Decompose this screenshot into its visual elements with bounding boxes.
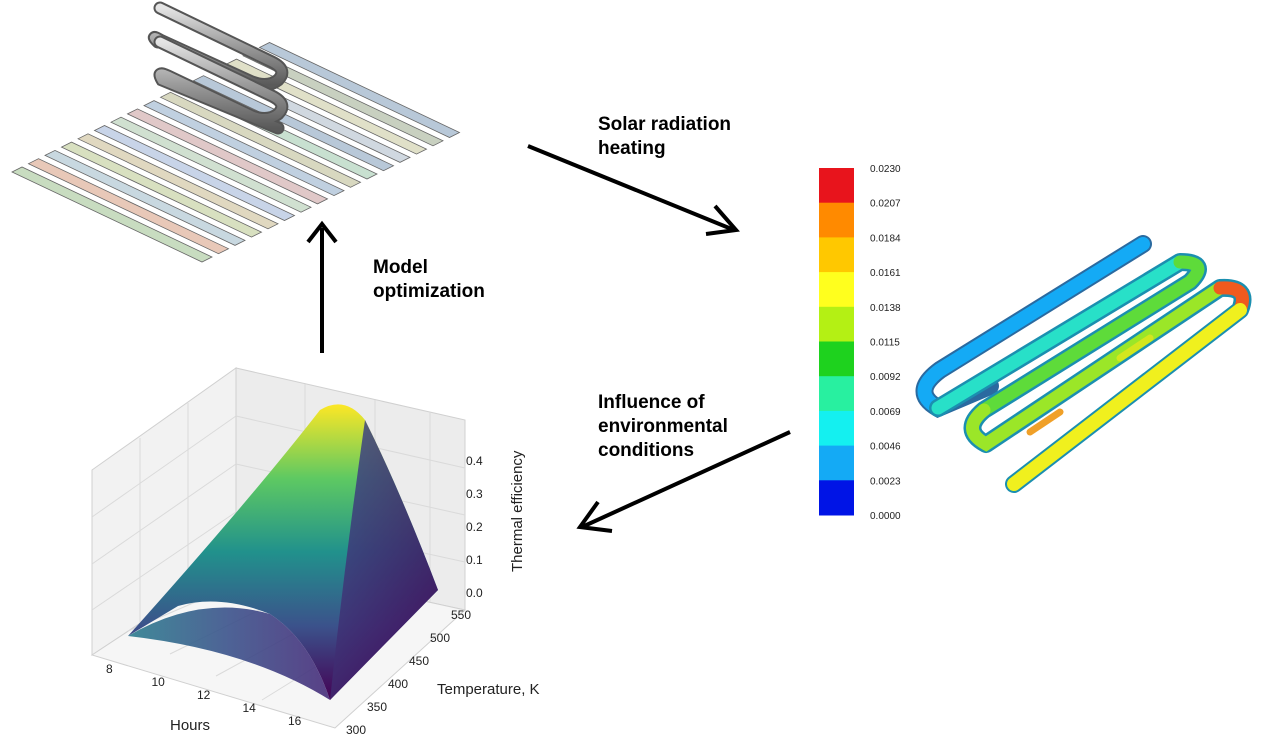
color-bar-cell [819, 237, 854, 273]
absorber-strip [44, 149, 246, 246]
arrow-heating-to-plot [576, 430, 791, 533]
serpentine-pipe [148, 1, 289, 135]
absorber-strip [258, 42, 461, 138]
color-bar-cell [819, 202, 854, 238]
color-bar-tick: 0.0069 [870, 407, 901, 418]
y-tick-label: 550 [451, 608, 471, 622]
z-tick-label: 0.3 [466, 487, 483, 501]
label-line: Solar radiation [598, 114, 732, 135]
collector-model [11, 1, 461, 263]
x-axis-label: Hours [170, 717, 210, 734]
y-tick-label: 350 [367, 700, 387, 714]
heated-pipe-contour [915, 235, 1252, 493]
absorber-strip [11, 166, 213, 263]
arrow-collector-to-heating [527, 144, 740, 236]
y-tick-label: 400 [388, 677, 408, 691]
color-bar-tick: 0.0138 [870, 303, 901, 314]
surface-front [128, 607, 330, 700]
label-line: Model [373, 257, 428, 278]
color-bar-tick: 0.0184 [870, 233, 901, 244]
color-bar-cell [819, 168, 854, 204]
color-bar-tick: 0.0115 [870, 338, 900, 349]
absorber-strip [110, 116, 312, 213]
arrow-model-to-collector [306, 220, 338, 353]
color-bar-tick: 0.0000 [870, 511, 901, 522]
absorber-strip [192, 75, 395, 172]
label-line: Influence of [598, 392, 705, 413]
color-bar-cell [819, 445, 854, 481]
absorber-strip [27, 158, 230, 255]
label-line: conditions [598, 440, 695, 461]
label-solar-heating: Solar radiation heating [598, 113, 731, 161]
z-tick-label: 0.0 [466, 586, 483, 600]
color-bar-cell [819, 410, 854, 447]
color-bar-cell [819, 480, 854, 516]
x-tick-label: 10 [152, 675, 166, 689]
color-bar: 0.0230 0.0207 0.0184 0.0161 0.0138 0.0115 0.00… [819, 164, 901, 522]
x-tick-label: 14 [243, 701, 257, 715]
color-bar-cell [819, 272, 854, 308]
z-axis-label: Thermal efficiency [509, 450, 526, 572]
x-tick-label: 12 [197, 688, 211, 702]
absorber-strip [159, 91, 362, 188]
color-bar-tick: 0.0161 [870, 268, 901, 279]
label-environmental-influence: Influence of environmental conditions [598, 391, 728, 463]
color-bar-tick: 0.0092 [870, 372, 901, 383]
color-bar-cell [819, 376, 854, 412]
color-bar-tick: 0.0046 [870, 442, 901, 453]
color-bar-tick: 0.0230 [870, 164, 901, 175]
y-tick-label: 500 [430, 631, 450, 645]
absorber-strip [60, 141, 263, 238]
label-line: environmental [598, 416, 728, 437]
label-line: optimization [373, 281, 485, 302]
x-tick-label: 16 [288, 714, 302, 728]
surface-side [330, 420, 438, 700]
absorber-strip [77, 133, 279, 230]
color-bar-cell [819, 306, 854, 342]
absorber-strip [126, 108, 329, 205]
label-line: heating [598, 138, 666, 159]
z-tick-label: 0.2 [466, 520, 483, 534]
color-bar-cell [819, 341, 854, 377]
color-bar-tick: 0.0023 [870, 476, 901, 487]
y-tick-label: 450 [409, 654, 429, 668]
z-tick-label: 0.1 [466, 553, 483, 567]
color-bar-tick: 0.0207 [870, 199, 901, 210]
z-tick-label: 0.4 [466, 454, 483, 468]
label-model-optimization: Model optimization [373, 256, 485, 304]
absorber-strip [143, 100, 345, 197]
absorber-strip [93, 125, 296, 221]
y-tick-label: 300 [346, 723, 366, 737]
y-axis-label: Temperature, K [437, 681, 540, 698]
x-tick-label: 8 [106, 662, 113, 676]
